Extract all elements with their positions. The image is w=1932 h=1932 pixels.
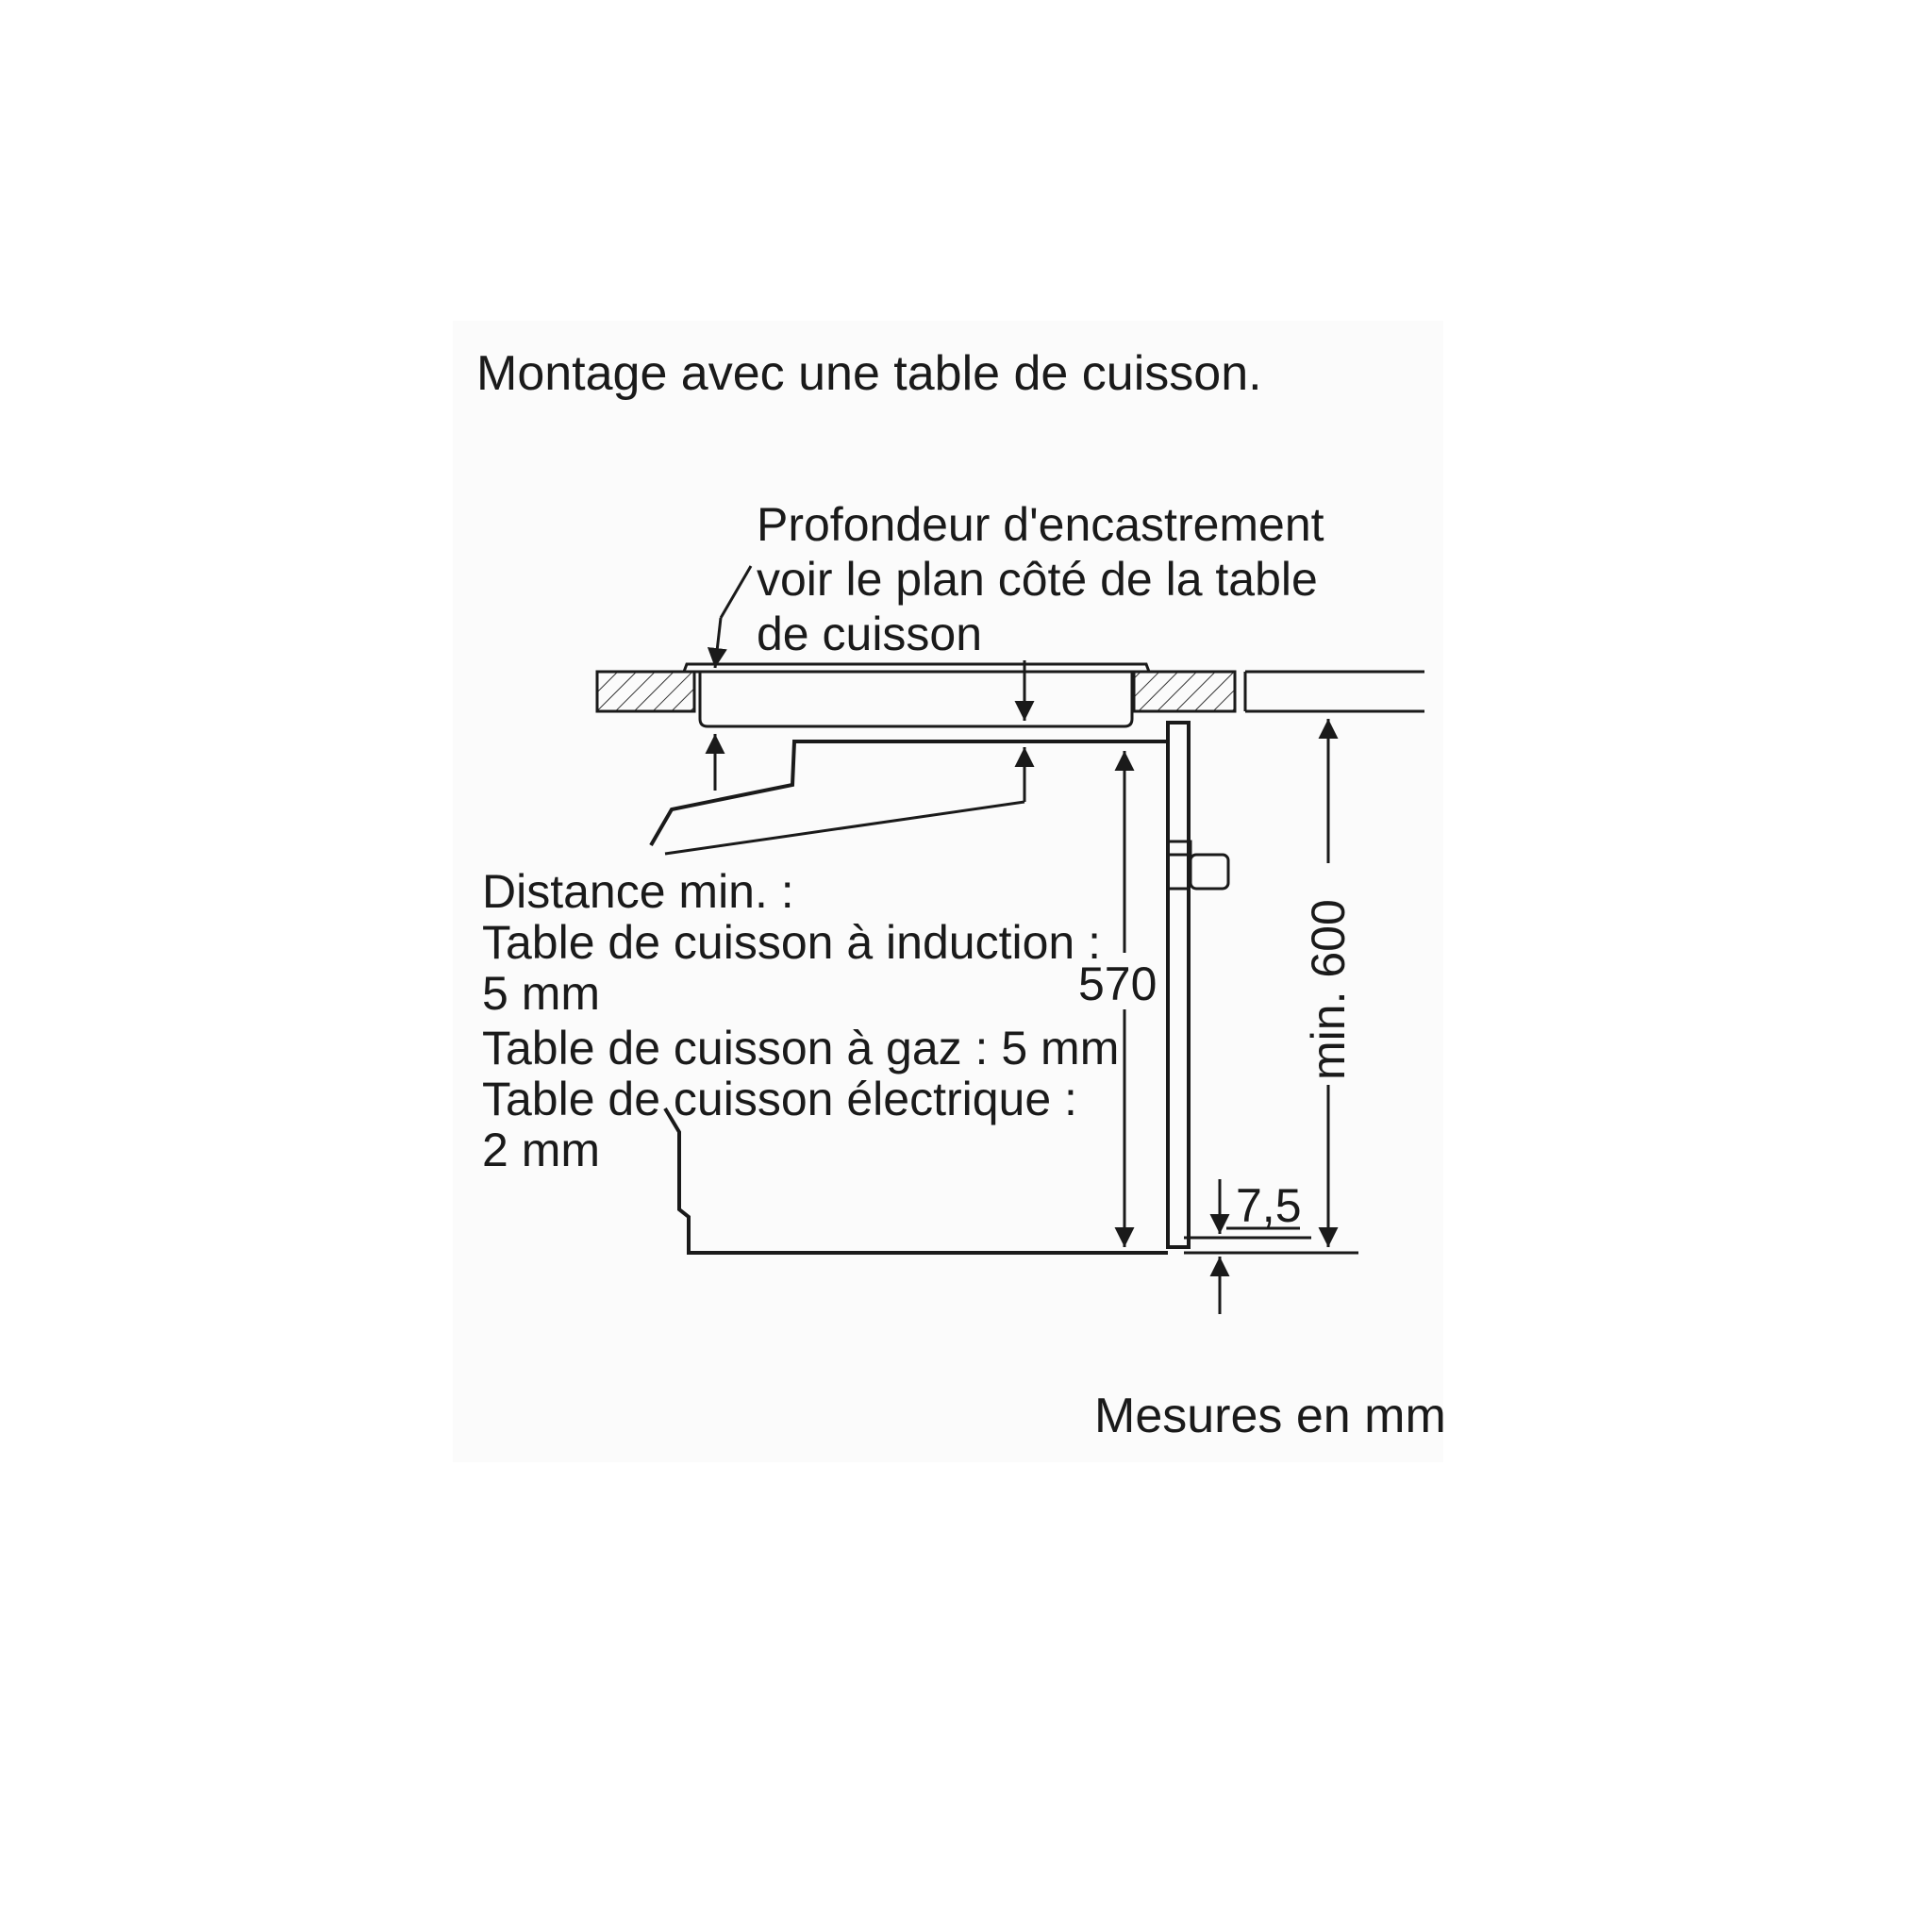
diagram-title: Montage avec une table de cuisson. (476, 346, 1262, 401)
depth-note-line-3: de cuisson (757, 608, 982, 660)
handle-grip (1189, 853, 1230, 891)
worktop-right (1132, 670, 1237, 713)
distance-note-line-4: Table de cuisson à gaz : 5 mm (482, 1022, 1119, 1074)
cooktop-rim (681, 662, 1152, 674)
units-note: Mesures en mm (1094, 1389, 1446, 1443)
worktop-left (595, 670, 696, 713)
cooktop-body (698, 672, 1134, 728)
cooktop (681, 662, 1152, 728)
depth-note: Profondeur d'encastrement voir le plan c… (757, 498, 1324, 660)
distance-note-line-1: Distance min. : (482, 865, 794, 918)
distance-note-line-6: 2 mm (482, 1124, 600, 1176)
oven-bottom-contour (663, 1107, 1168, 1255)
handle-bracket (1168, 840, 1192, 857)
distance-leader-line (664, 800, 1025, 856)
dim-gap: 7,5 (1236, 1179, 1302, 1232)
dim-570-bg (1075, 953, 1160, 1009)
oven-door (1166, 721, 1191, 1249)
distance-note-line-2: Table de cuisson à induction : (482, 916, 1101, 969)
oven-top-contour (649, 740, 1168, 847)
depth-arrow-down (707, 617, 727, 669)
depth-note-line-2: voir le plan côté de la table (757, 553, 1318, 606)
dim-oven-height: 570 (1078, 958, 1157, 1010)
distance-note-line-5: Table de cuisson électrique : (482, 1073, 1077, 1125)
distance-note: Distance min. : Table de cuisson à induc… (482, 865, 1119, 1176)
distance-note-line-3: 5 mm (482, 967, 600, 1020)
oven-handle (1168, 840, 1230, 891)
depth-note-line-1: Profondeur d'encastrement (757, 498, 1324, 551)
diagram-panel (453, 321, 1443, 1462)
depth-leader-line (719, 565, 753, 619)
dim-niche-height: min. 600 (1302, 899, 1355, 1080)
